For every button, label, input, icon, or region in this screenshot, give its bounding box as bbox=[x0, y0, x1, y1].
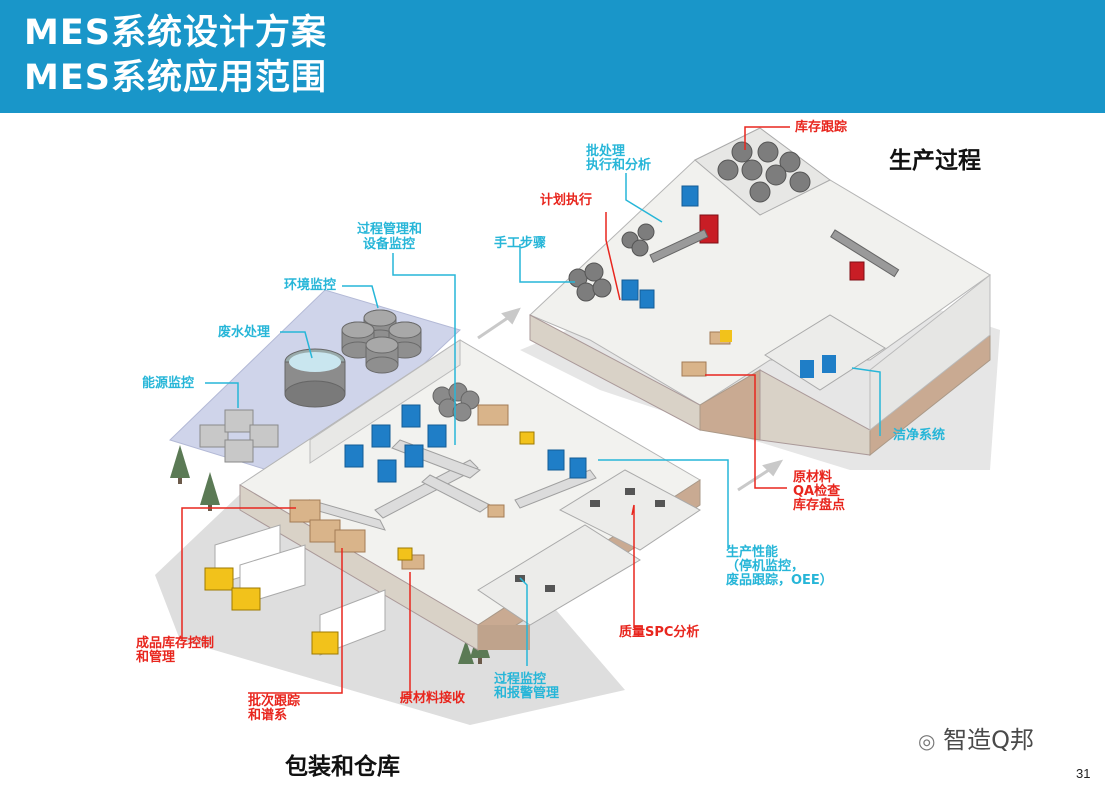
label-production-perf-3: 废品跟踪，OEE） bbox=[726, 573, 833, 588]
title-bar: MES系统设计方案 MES系统应用范围 bbox=[0, 0, 1105, 113]
label-batch-trace-1: 批次跟踪 bbox=[248, 694, 301, 709]
label-raw-qa-3: 库存盘点 bbox=[793, 498, 846, 513]
label-finished-goods-1: 成品库存控制 bbox=[136, 636, 215, 651]
label-batch-processing-1: 批处理 bbox=[586, 144, 626, 159]
label-inventory-tracking: 库存跟踪 bbox=[795, 120, 848, 135]
label-production-perf-1: 生产性能 bbox=[726, 545, 779, 560]
label-raw-receiving: 原材料接收 bbox=[400, 691, 466, 706]
callout-lines bbox=[181, 126, 881, 699]
watermark: ◎ 智造Q邦 bbox=[918, 720, 1034, 755]
label-wastewater: 废水处理 bbox=[218, 325, 271, 340]
section-title-packaging: 包装和仓库 bbox=[285, 754, 400, 780]
title-line-1: MES系统设计方案 bbox=[24, 13, 327, 53]
label-energy-monitoring: 能源监控 bbox=[142, 376, 195, 391]
wechat-icon: ◎ bbox=[918, 729, 936, 753]
label-finished-goods-2: 和管理 bbox=[136, 650, 176, 665]
label-process-mgmt-1: 过程管理和 bbox=[357, 222, 423, 237]
warehouse-building bbox=[239, 339, 701, 651]
label-batch-trace-2: 和谱系 bbox=[248, 708, 288, 723]
label-manual-steps: 手工步骤 bbox=[494, 236, 547, 251]
watermark-text: 智造Q邦 bbox=[943, 726, 1034, 754]
label-production-perf-2: （停机监控， bbox=[726, 559, 805, 574]
title-line-2: MES系统应用范围 bbox=[24, 58, 327, 98]
label-env-monitoring: 环境监控 bbox=[284, 278, 337, 293]
label-plan-execution: 计划执行 bbox=[540, 193, 593, 208]
label-batch-processing-2: 执行和分析 bbox=[586, 158, 652, 173]
label-quality-spc: 质量SPC分析 bbox=[619, 625, 700, 640]
production-building bbox=[529, 127, 991, 457]
trucks bbox=[204, 524, 386, 656]
label-process-mgmt-2: 设备监控 bbox=[363, 237, 416, 252]
label-process-alarm-1: 过程监控 bbox=[494, 672, 547, 687]
page-number: 31 bbox=[1076, 766, 1091, 781]
section-title-production: 生产过程 bbox=[889, 148, 981, 174]
label-process-alarm-2: 和报警管理 bbox=[494, 686, 560, 701]
label-raw-qa-1: 原材料 bbox=[793, 470, 833, 485]
label-raw-qa-2: QA检查 bbox=[793, 484, 841, 499]
label-clean-system: 洁净系统 bbox=[893, 428, 946, 443]
utility-pad bbox=[169, 289, 461, 481]
